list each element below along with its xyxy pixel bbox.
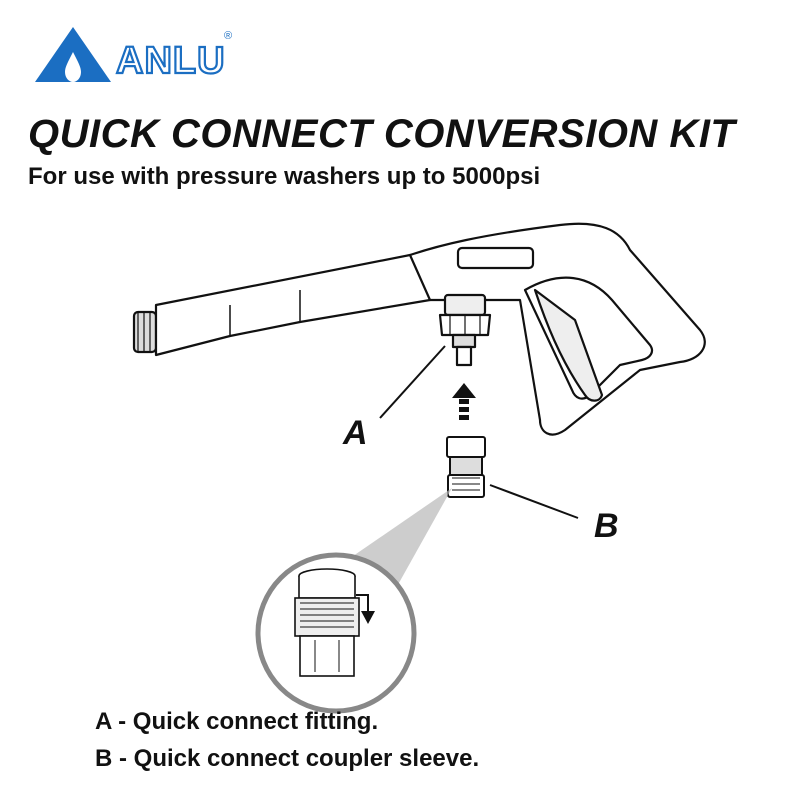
arrow-down-icon: [356, 594, 375, 624]
magnifier-icon: [255, 552, 417, 714]
page-subtitle: For use with pressure washers up to 5000…: [28, 163, 541, 190]
spray-gun-icon: [132, 222, 706, 436]
legend-item-a: A - Quick connect fitting.: [95, 708, 379, 735]
callout-b-label: B: [594, 507, 619, 545]
arrow-up-icon: [452, 383, 476, 420]
leader-lines: [379, 345, 579, 519]
fitting-icon: [446, 436, 486, 498]
callout-a-label: A: [343, 414, 368, 452]
brand-name: ANLU: [115, 40, 226, 82]
brand-logo: [35, 27, 111, 82]
legend-item-b: B - Quick connect coupler sleeve.: [95, 745, 480, 772]
registered-mark: ®: [224, 30, 233, 42]
page-title: QUICK CONNECT CONVERSION KIT: [28, 112, 736, 156]
water-drop-triangle-icon: [35, 27, 111, 82]
